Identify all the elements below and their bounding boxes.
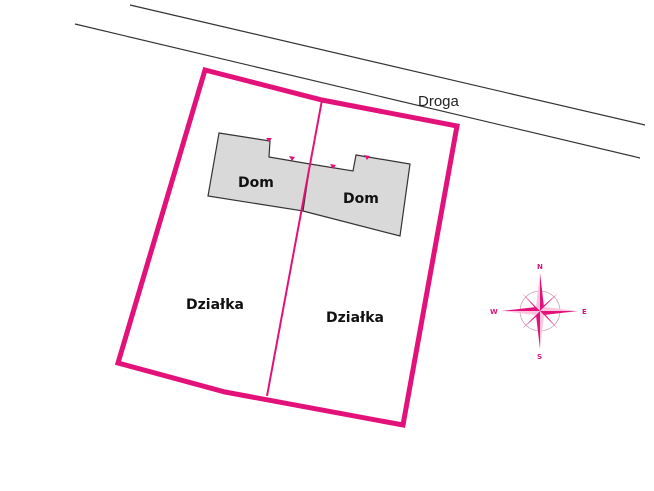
plot-label-left: Działka bbox=[186, 297, 244, 313]
compass-rose-icon: N S E W bbox=[490, 263, 587, 361]
house-label-left: Dom bbox=[238, 175, 274, 191]
house-left bbox=[207, 132, 311, 212]
compass-south-label: S bbox=[537, 353, 542, 361]
house-right bbox=[302, 154, 411, 237]
houses: Dom Dom bbox=[207, 132, 411, 237]
compass-west-label: W bbox=[490, 308, 498, 316]
compass-north-label: N bbox=[537, 263, 543, 271]
entrance-marker-icon bbox=[266, 138, 272, 142]
house-label-right: Dom bbox=[343, 191, 379, 207]
road-label: Droga bbox=[418, 93, 460, 110]
plot-divider bbox=[266, 99, 323, 397]
plot-boundary: Działka Działka bbox=[114, 66, 460, 428]
outer-boundary bbox=[114, 66, 460, 428]
road-edge-upper bbox=[129, 4, 646, 126]
road-edge-lower bbox=[74, 23, 641, 159]
compass-east-label: E bbox=[582, 308, 587, 316]
entrance-marker-icon bbox=[330, 164, 336, 169]
entrance-marker-icon bbox=[289, 156, 295, 161]
plot-label-right: Działka bbox=[326, 310, 384, 326]
entrance-marker-icon bbox=[364, 155, 370, 160]
